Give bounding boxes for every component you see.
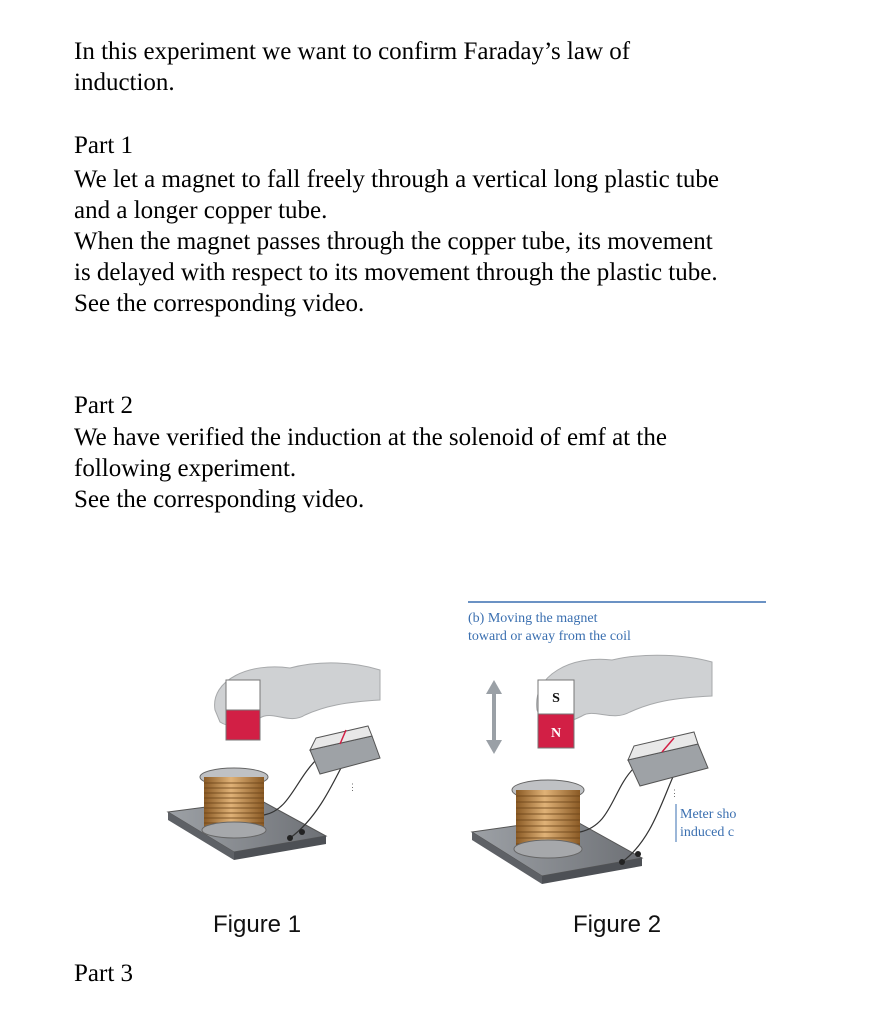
motion-marks: ⋮: [348, 782, 357, 792]
part1-line: When the magnet passes through the coppe…: [74, 228, 713, 255]
part3-heading: Part 3: [74, 960, 134, 987]
part2-line: See the corresponding video.: [74, 486, 365, 513]
part1-line: and a longer copper tube.: [74, 197, 328, 224]
figure1-caption: Figure 1: [213, 911, 302, 938]
figure2-drawing: (b) Moving the magnet toward or away fro…: [468, 601, 766, 884]
part1-line: We let a magnet to fall freely through a…: [74, 166, 719, 193]
part2-text: We have verified the induction at the so…: [74, 422, 834, 515]
hand-shape: [536, 654, 713, 725]
part1-text: We let a magnet to fall freely through a…: [74, 164, 834, 319]
meter-note-line2: induced c: [680, 825, 734, 840]
intro-text: In this experiment we want to confirm Fa…: [74, 36, 834, 98]
meter-icon: [627, 731, 709, 787]
motion-marks: ⋮: [670, 788, 679, 798]
coil-body: [516, 790, 580, 848]
magnet-south: [225, 679, 261, 711]
magnet-north: [225, 709, 261, 741]
figure1-drawing: ⋮: [166, 662, 381, 860]
figure2-illustration: (b) Moving the magnet toward or away fro…: [462, 600, 772, 900]
intro-line-1: In this experiment we want to confirm Fa…: [74, 38, 631, 65]
part2-line: We have verified the induction at the so…: [74, 424, 667, 451]
part2-line: following experiment.: [74, 455, 297, 482]
intro-line-2: induction.: [74, 69, 175, 96]
magnet-north: [537, 713, 575, 749]
figure2-caption: Figure 2: [573, 911, 662, 938]
up-down-arrow-icon: [486, 680, 502, 754]
magnet-n-label: N: [551, 726, 561, 741]
figure1-illustration: ⋮: [140, 640, 400, 900]
figure2-header-line1: (b) Moving the magnet: [468, 611, 598, 626]
magnet-s-label: S: [552, 691, 560, 706]
magnet-south: [537, 679, 575, 715]
figure2-header-line2: toward or away from the coil: [468, 629, 631, 644]
part1-heading: Part 1: [74, 132, 134, 159]
part1-line: See the corresponding video.: [74, 290, 365, 317]
meter-icon: [309, 725, 381, 775]
part1-line: is delayed with respect to its movement …: [74, 259, 718, 286]
meter-note-line1: Meter sho: [680, 807, 736, 822]
part2-heading: Part 2: [74, 392, 134, 419]
